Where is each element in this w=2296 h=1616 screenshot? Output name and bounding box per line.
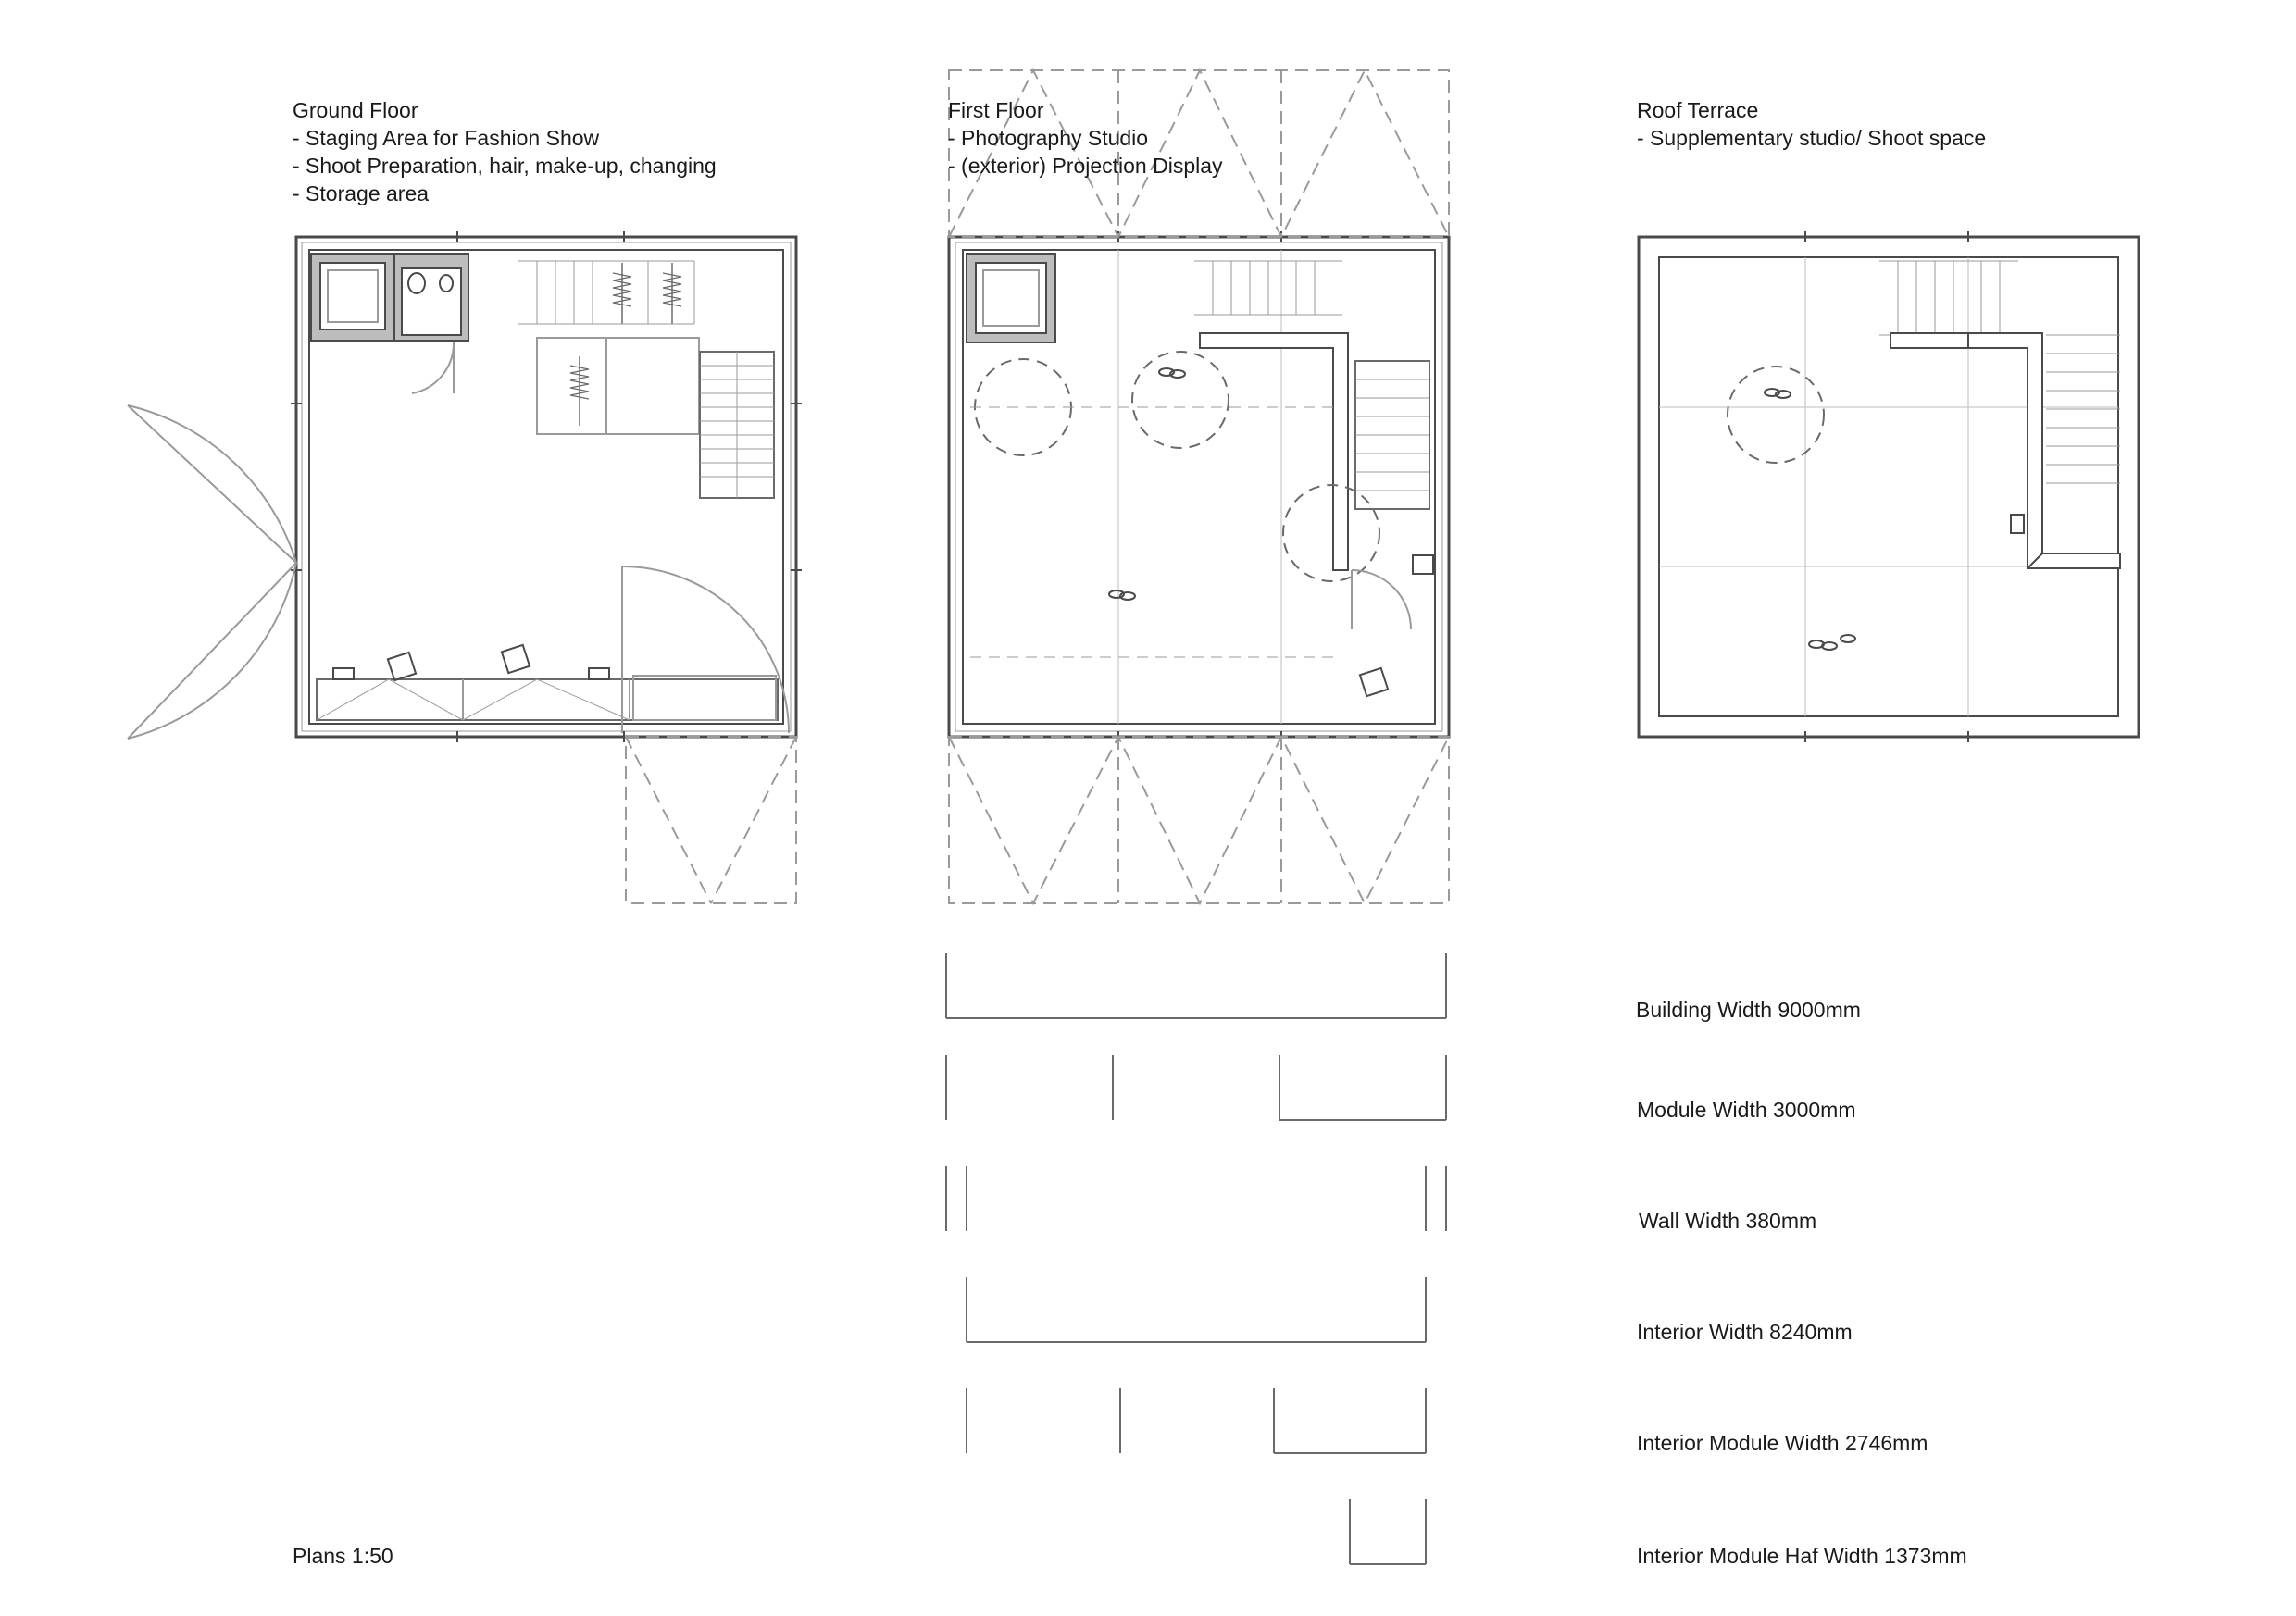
first-floor-plan xyxy=(947,68,1451,906)
interior-width-dimension xyxy=(966,1277,1427,1343)
ground-floor-caption: Ground Floor - Staging Area for Fashion … xyxy=(293,96,717,207)
ground-floor-line: - Staging Area for Fashion Show xyxy=(293,126,600,150)
wall-width-label: Wall Width 380mm xyxy=(1639,1209,1817,1233)
ground-floor-line: - Shoot Preparation, hair, make-up, chan… xyxy=(293,154,717,178)
first-floor-caption: First Floor - Photography Studio - (exte… xyxy=(948,96,1223,180)
roof-terrace-title: Roof Terrace xyxy=(1637,98,1759,122)
roof-terrace-caption: Roof Terrace - Supplementary studio/ Sho… xyxy=(1637,96,1986,152)
first-floor-line: - (exterior) Projection Display xyxy=(948,154,1223,178)
scale-note: Plans 1:50 xyxy=(293,1544,393,1568)
building-width-label: Building Width 9000mm xyxy=(1636,998,1861,1022)
module-width-dimension xyxy=(945,1055,1447,1121)
first-floor-line: - Photography Studio xyxy=(948,126,1149,150)
ground-floor-line: - Storage area xyxy=(293,181,430,205)
ground-floor-title: Ground Floor xyxy=(293,98,418,122)
interior-module-half-width-dimension xyxy=(1349,1499,1427,1565)
interior-module-half-width-label: Interior Module Haf Width 1373mm xyxy=(1637,1544,1967,1568)
first-floor-title: First Floor xyxy=(948,98,1044,122)
roof-terrace-plan xyxy=(1637,231,2140,742)
interior-module-width-label: Interior Module Width 2746mm xyxy=(1637,1431,1928,1455)
roof-terrace-line: - Supplementary studio/ Shoot space xyxy=(1637,126,1987,150)
ground-floor-plan xyxy=(127,231,802,904)
building-width-dimension xyxy=(945,953,1447,1019)
interior-module-width-dimension xyxy=(966,1388,1427,1454)
module-width-label: Module Width 3000mm xyxy=(1637,1098,1856,1122)
dimension-diagrams xyxy=(945,953,1447,1565)
wall-width-dimension xyxy=(945,1166,1447,1231)
interior-width-label: Interior Width 8240mm xyxy=(1637,1320,1853,1344)
